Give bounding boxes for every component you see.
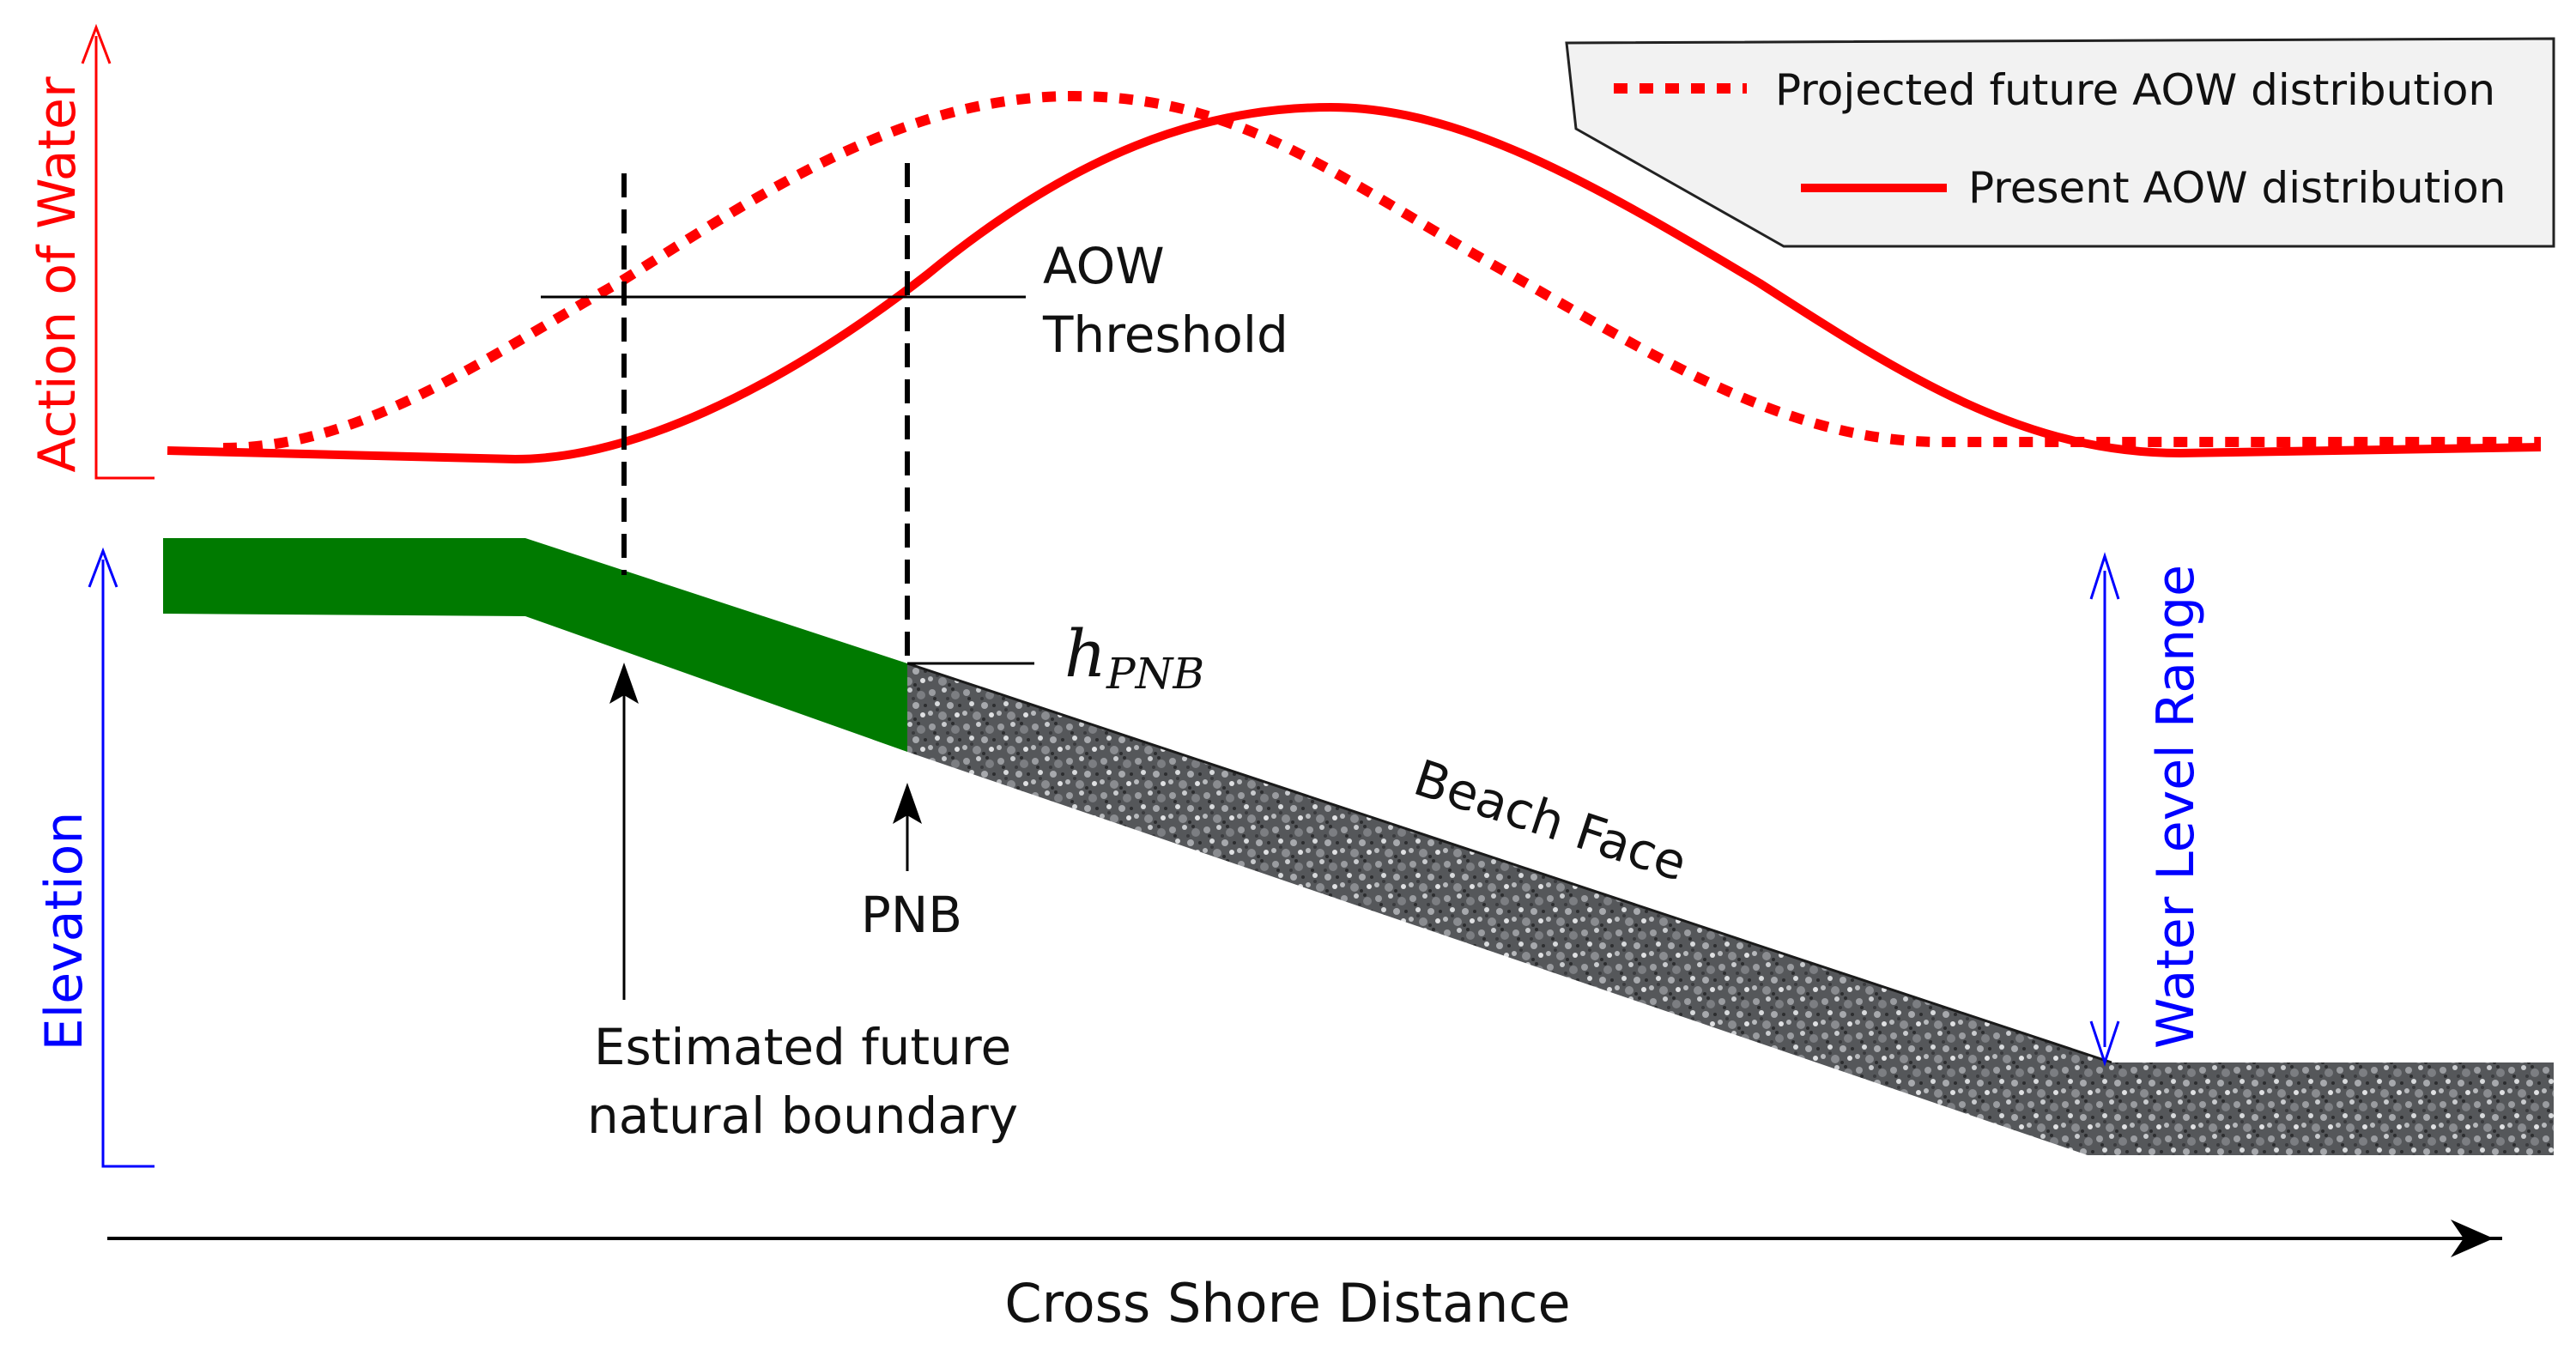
future-boundary-arrowhead: [609, 663, 639, 704]
water-level-arrowhead-top: [2089, 552, 2120, 600]
elevation-y-axis-arrowhead: [88, 547, 118, 588]
h-pnb-label: hPNB: [1064, 615, 1204, 699]
beach-face-gravel: [907, 663, 2554, 1155]
pnb-arrowhead: [893, 783, 922, 824]
vegetation-band: [163, 538, 907, 752]
legend: Projected future AOW distribution Presen…: [1565, 37, 2555, 248]
legend-projected-label: Projected future AOW distribution: [1775, 65, 2495, 115]
pnb-label: PNB: [861, 886, 962, 944]
water-level-range: Water Level Range: [2089, 552, 2206, 1067]
water-level-arrowhead-bottom: [2089, 1020, 2120, 1067]
cross-shore-axis: Cross Shore Distance: [107, 1220, 2502, 1335]
aow-threshold-label-line2: Threshold: [1042, 306, 1288, 364]
x-axis-label: Cross Shore Distance: [1004, 1272, 1570, 1335]
aow-axis: Action of Water: [27, 23, 155, 480]
h-pnb-main: h: [1064, 615, 1106, 692]
water-level-label: Water Level Range: [2146, 565, 2206, 1049]
future-boundary-label-line1: Estimated future: [594, 1018, 1011, 1076]
x-axis-arrowhead: [2451, 1220, 2494, 1257]
future-boundary-label-line2: natural boundary: [587, 1087, 1018, 1145]
elevation-y-axis-line: [101, 560, 155, 1168]
elevation-y-axis-label: Elevation: [34, 812, 94, 1051]
aow-y-axis-arrowhead: [81, 23, 112, 64]
present-aow-curve: [167, 102, 2542, 464]
elevation-axis: Elevation: [34, 547, 155, 1168]
aow-threshold-label-line1: AOW: [1043, 237, 1165, 295]
aow-y-axis-line: [94, 36, 155, 480]
h-pnb-subscript: PNB: [1106, 649, 1204, 699]
aow-y-axis-label: Action of Water: [27, 76, 88, 473]
beach-face-edge: [906, 662, 2112, 1064]
projected-aow-curve: [222, 90, 2541, 453]
legend-present-label: Present AOW distribution: [1968, 163, 2506, 213]
legend-box: [1565, 37, 2555, 248]
